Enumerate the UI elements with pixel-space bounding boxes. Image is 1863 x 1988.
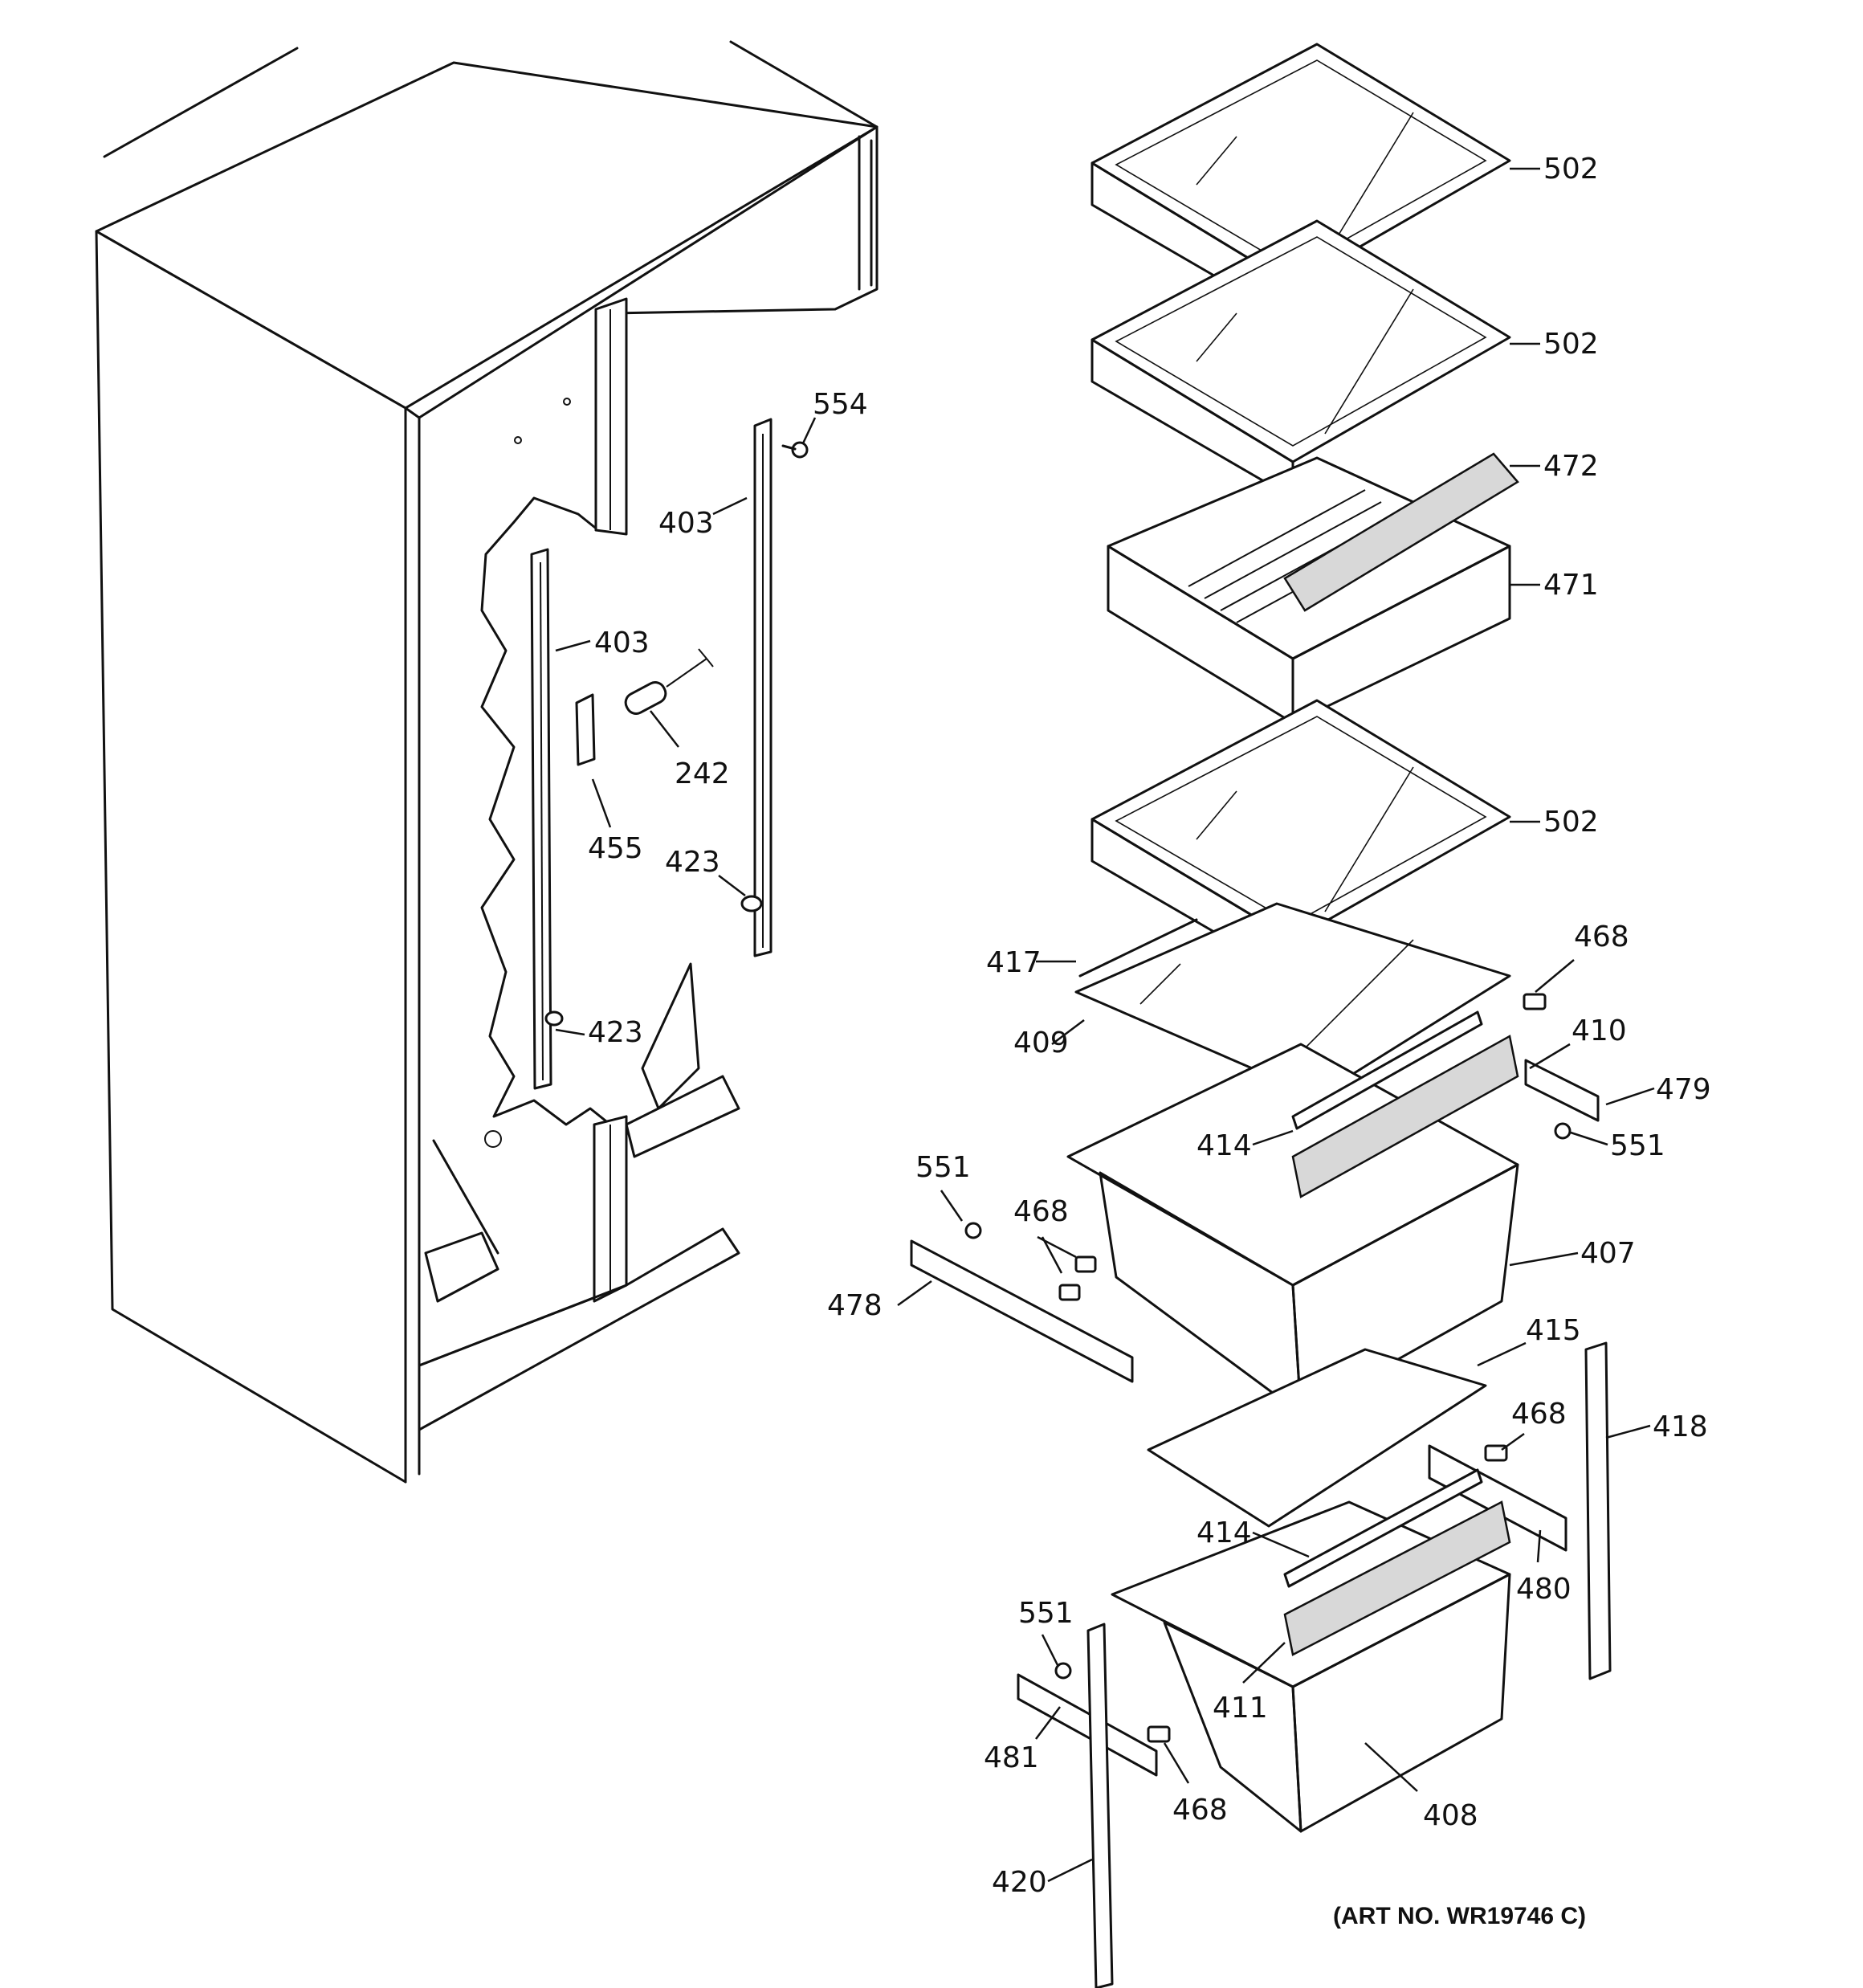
callout-417: 417 xyxy=(986,946,1042,979)
callout-410: 410 xyxy=(1572,1014,1627,1047)
screw-551-a xyxy=(1554,1122,1572,1140)
screw-551-b xyxy=(964,1222,982,1239)
callout-471: 471 xyxy=(1543,569,1599,602)
callout-labels: 502 502 472 471 502 554 403 403 242 455 … xyxy=(588,153,1711,1929)
slide-481 xyxy=(1017,1673,1158,1777)
glass-shelf-502-second xyxy=(1090,219,1511,500)
art-number: (ART NO. WR19746 C) xyxy=(1333,1903,1586,1929)
deli-cover-472 xyxy=(1283,452,1519,612)
crisper-cover-glass-409 xyxy=(1074,902,1511,1098)
callout-554: 554 xyxy=(813,388,868,421)
shelf-rail-403-left xyxy=(530,548,552,1090)
callout-468d: 468 xyxy=(1172,1794,1228,1827)
slide-480 xyxy=(1428,1444,1567,1552)
callout-411: 411 xyxy=(1213,1692,1268,1725)
callout-551b: 551 xyxy=(915,1151,971,1184)
screw-551-c xyxy=(1054,1662,1072,1680)
callout-403a: 403 xyxy=(658,507,714,540)
callout-551a: 551 xyxy=(1610,1129,1665,1162)
slide-479 xyxy=(1524,1059,1600,1122)
glass-shelf-502-third xyxy=(1090,699,1511,979)
side-trim-418 xyxy=(1584,1341,1612,1680)
callout-423a: 423 xyxy=(665,846,720,879)
stud-423-left xyxy=(544,1010,564,1027)
callout-409: 409 xyxy=(1013,1027,1069,1059)
screw-554 xyxy=(781,441,809,459)
callout-403b: 403 xyxy=(594,627,650,659)
side-trim-420 xyxy=(1086,1623,1114,1988)
callout-479: 479 xyxy=(1656,1073,1711,1106)
divider-414-lower xyxy=(1283,1468,1483,1588)
stop-468-a xyxy=(1523,993,1547,1010)
callout-502a: 502 xyxy=(1543,153,1599,186)
stop-468-c xyxy=(1484,1444,1508,1462)
shelf-rail-403-right xyxy=(753,418,773,957)
callout-472: 472 xyxy=(1543,450,1599,483)
slide-478 xyxy=(910,1239,1134,1383)
callout-423b: 423 xyxy=(588,1016,643,1049)
callout-415: 415 xyxy=(1526,1314,1581,1347)
callout-455: 455 xyxy=(588,832,643,865)
callout-414b: 414 xyxy=(1196,1517,1252,1549)
refrigerator-cabinet xyxy=(95,40,879,1484)
callout-242: 242 xyxy=(675,757,730,790)
callout-480: 480 xyxy=(1516,1573,1572,1606)
stop-468-b xyxy=(1058,1255,1097,1301)
callout-407: 407 xyxy=(1580,1237,1636,1270)
callout-420: 420 xyxy=(992,1866,1047,1899)
pan-cover-415 xyxy=(1147,1348,1487,1528)
stud-423-right xyxy=(740,895,763,912)
bracket-455 xyxy=(575,693,596,766)
crisper-drawer-407 xyxy=(1066,1035,1519,1415)
light-bulb-242 xyxy=(624,648,714,715)
callout-468a: 468 xyxy=(1574,921,1629,953)
cover-trim-417 xyxy=(1078,918,1198,978)
callout-481: 481 xyxy=(984,1741,1039,1774)
callout-468c: 468 xyxy=(1511,1398,1567,1431)
callout-502c: 502 xyxy=(1543,806,1599,839)
callout-418: 418 xyxy=(1653,1410,1708,1443)
callout-551c: 551 xyxy=(1018,1597,1074,1630)
divider-414-upper xyxy=(1291,1010,1483,1130)
callout-408: 408 xyxy=(1423,1799,1478,1832)
callout-414a: 414 xyxy=(1196,1129,1252,1162)
stop-468-d xyxy=(1147,1725,1171,1743)
crisper-drawer-408 xyxy=(1111,1500,1511,1833)
leader-lines xyxy=(555,167,1655,1883)
callout-502b: 502 xyxy=(1543,328,1599,361)
callout-478: 478 xyxy=(827,1289,883,1322)
callout-468b: 468 xyxy=(1013,1195,1069,1228)
